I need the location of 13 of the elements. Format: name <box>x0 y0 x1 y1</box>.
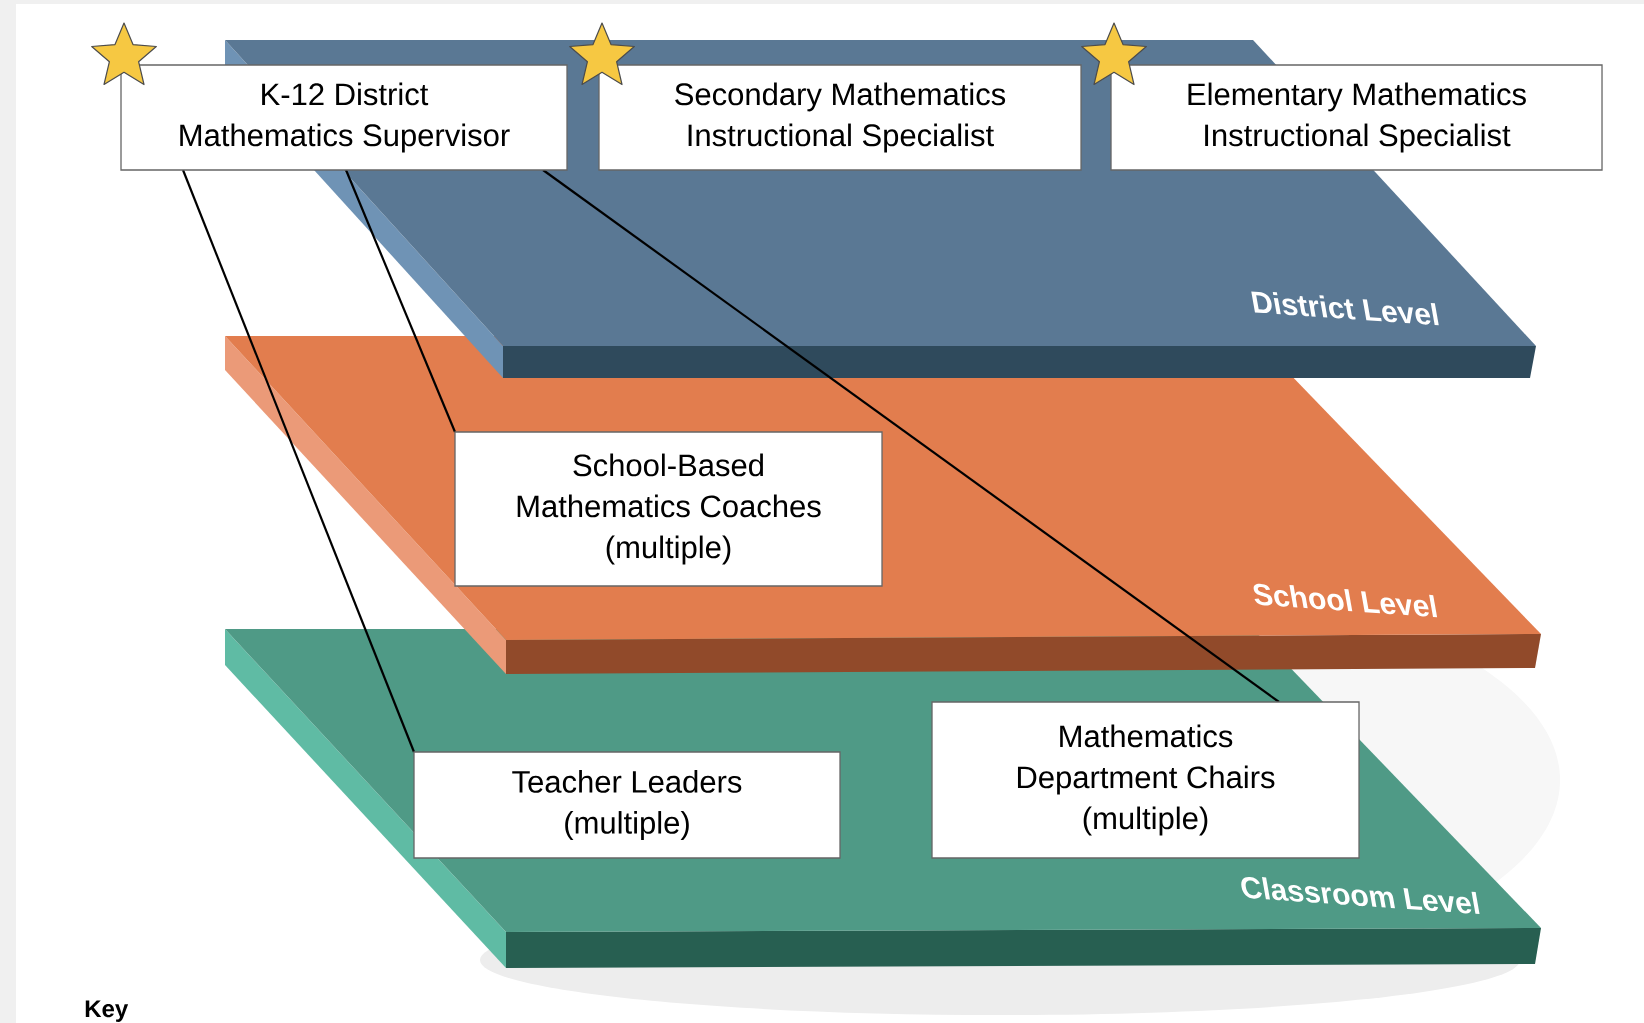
level-label: School Level <box>1253 583 1438 618</box>
role-box: Secondary Mathematics Instructional Specialist <box>598 64 1082 171</box>
connector-line <box>345 169 456 433</box>
level-label: Classroom Level <box>1241 877 1480 915</box>
key-heading: Key <box>85 1000 129 1022</box>
connector-line <box>181 169 416 753</box>
connector-line <box>542 169 1280 703</box>
role-box: Mathematics Department Chairs (multiple) <box>931 701 1360 859</box>
role-box: School-Based Mathematics Coaches (multiple) <box>454 431 883 587</box>
role-box: K-12 District Mathematics Supervisor <box>120 64 568 171</box>
role-box: Teacher Leaders (multiple) <box>413 751 841 859</box>
level-label: District Level <box>1251 291 1439 326</box>
role-box: Elementary Mathematics Instructional Specialist <box>1110 64 1603 171</box>
